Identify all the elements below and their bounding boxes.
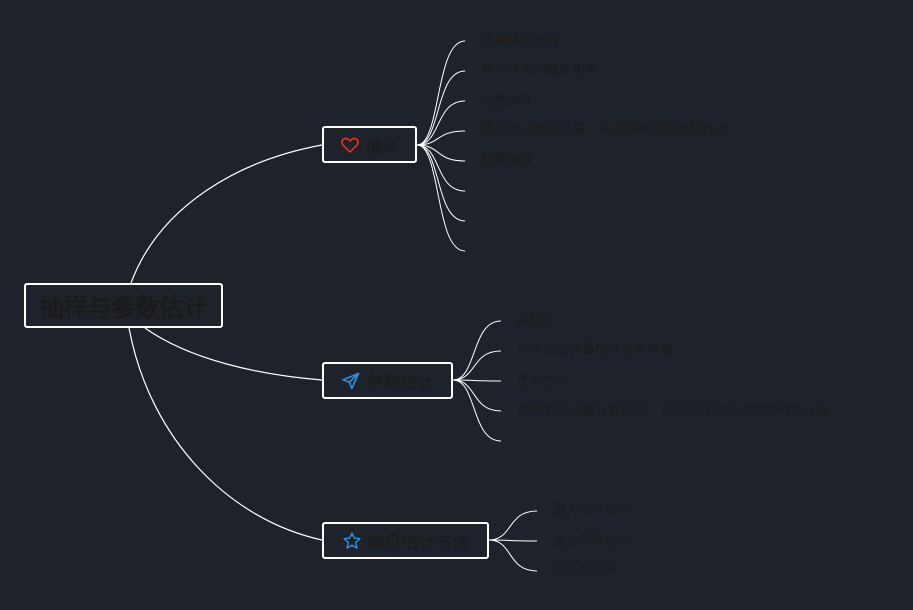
leaf-node[interactable]: 整群抽样 (481, 153, 534, 168)
root-label: 抽样与参数估计 (39, 294, 208, 322)
branch-parameter-estimation[interactable]: 参数估计 (322, 362, 453, 399)
leaf-node[interactable]: 贝叶斯估计 (553, 563, 619, 578)
leaf-connector-line (416, 144, 466, 252)
root-to-methods-line (128, 327, 323, 541)
branch-sampling[interactable]: 抽样 (322, 126, 417, 163)
leaf-node[interactable]: 区间估计 (517, 373, 570, 388)
leaf-connector-line (452, 379, 502, 412)
branch-label: 抽样 (365, 137, 400, 157)
leaf-node[interactable]: 各个样本的概率相等 (481, 63, 599, 78)
leaf-connector-line (416, 40, 466, 146)
root-node[interactable]: 抽样与参数估计 (24, 283, 223, 328)
leaf-node[interactable]: 用样本统计量计算区间，该区间作为总体参数的估计值 (517, 403, 830, 418)
paper-plane-icon (341, 371, 361, 391)
leaf-connector-line (488, 539, 538, 542)
leaf-connector-line (452, 379, 502, 442)
leaf-connector-line (416, 144, 466, 192)
leaf-connector-line (416, 144, 466, 162)
leaf-node[interactable]: 点估计 (517, 313, 557, 328)
leaf-node[interactable]: 最大似然估计 (553, 503, 632, 518)
leaf-node[interactable]: 将总体分为若干层，从每层中随机抽取样本 (481, 123, 729, 138)
leaf-node[interactable]: 简单随机抽样 (481, 33, 560, 48)
leaf-node[interactable]: 用样本统计量估计总体参数 (517, 343, 674, 358)
star-icon (342, 531, 362, 551)
leaf-connector-line (488, 510, 538, 541)
leaf-connector-line (416, 130, 466, 146)
leaf-connector-line (452, 350, 502, 381)
root-to-estimation-line (144, 327, 323, 381)
leaf-connector-line (452, 379, 502, 382)
root-to-sampling-line (130, 144, 323, 284)
leaf-node[interactable]: 分层抽样 (481, 93, 534, 108)
branch-common-methods[interactable]: 常见估计方法 (322, 522, 489, 559)
leaf-node[interactable]: 最小二乘估计 (553, 533, 632, 548)
leaf-connector-line (488, 539, 538, 572)
branch-label: 常见估计方法 (367, 533, 470, 553)
branch-label: 参数估计 (366, 373, 435, 393)
leaf-connector-line (452, 320, 502, 381)
leaf-connector-line (416, 70, 466, 146)
heart-icon (340, 135, 360, 155)
leaf-connector-line (416, 100, 466, 146)
